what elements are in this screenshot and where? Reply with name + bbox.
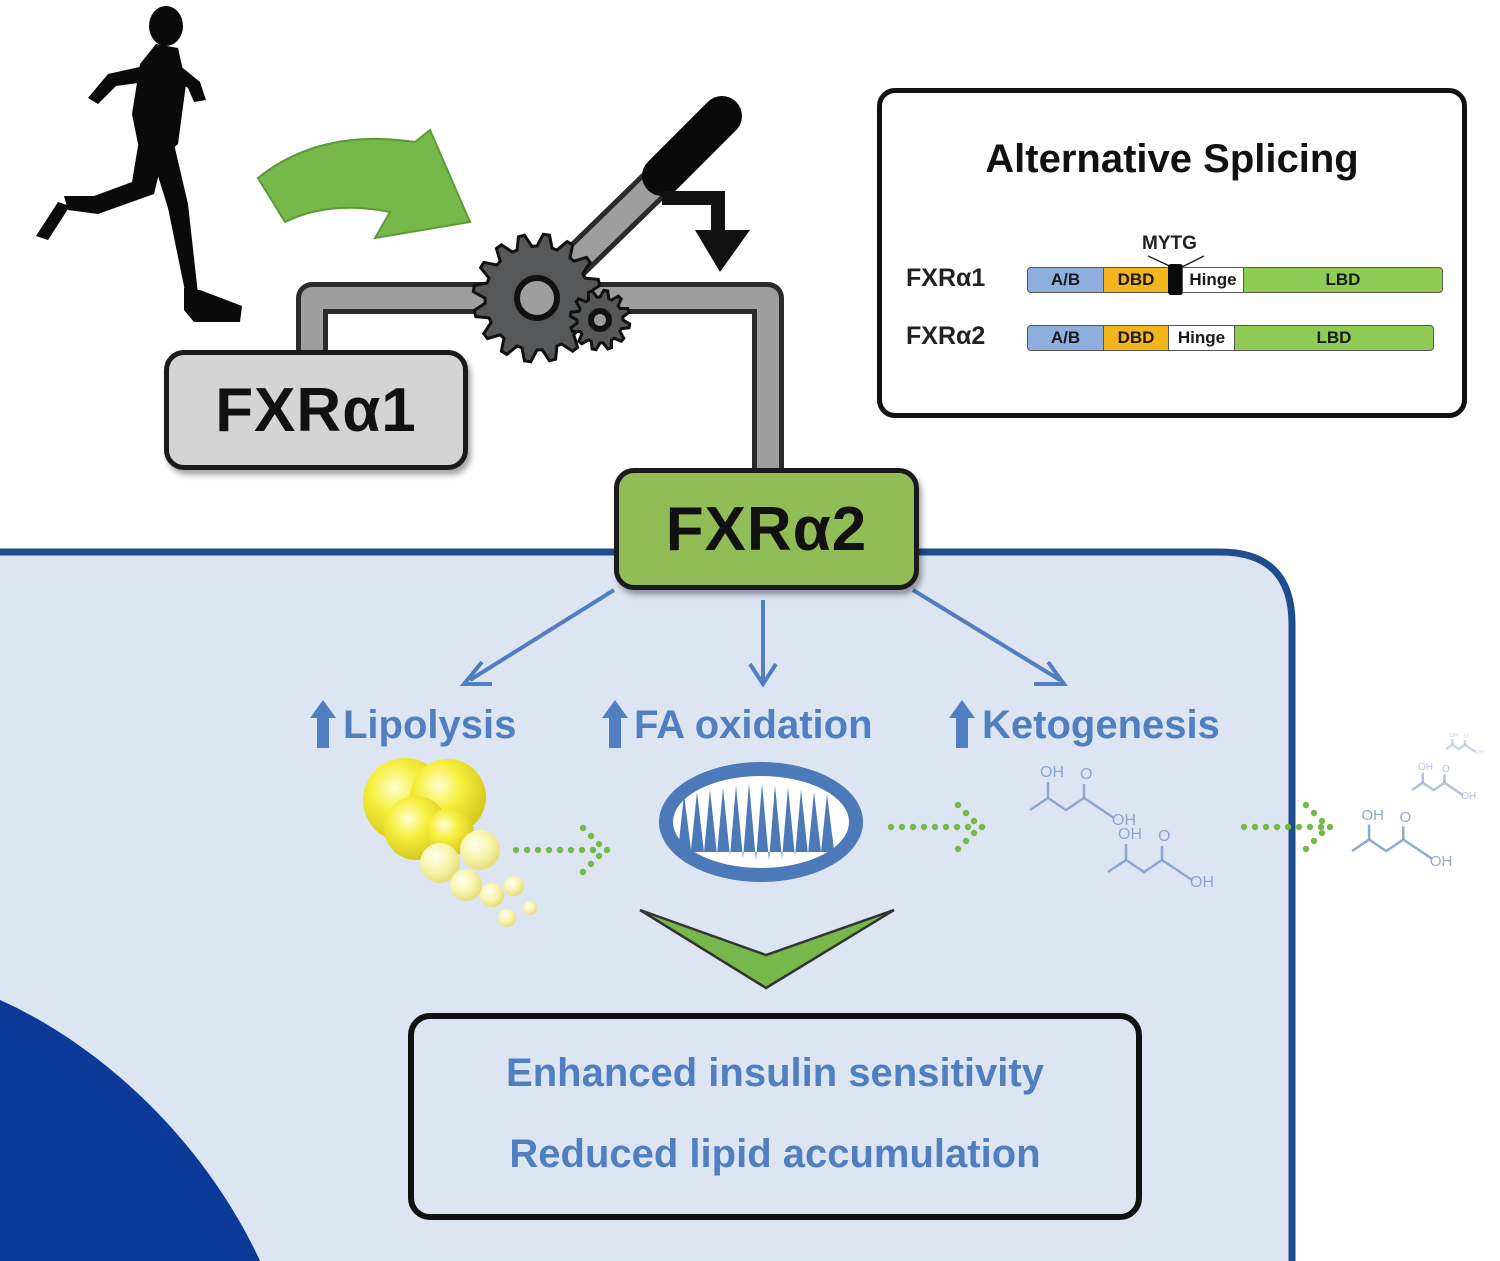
molecule-atom-label: OH bbox=[1461, 791, 1477, 803]
regulation-arrows bbox=[459, 588, 1068, 688]
domain-lbd: LBD bbox=[1243, 267, 1443, 293]
nucleus bbox=[0, 1000, 261, 1261]
fxr-alpha2-box: FXRα2 bbox=[614, 468, 919, 590]
outcome-box: Enhanced insulin sensitivity Reduced lip… bbox=[408, 1013, 1142, 1220]
mytg-motif-label: MYTG bbox=[1142, 233, 1197, 254]
outcome-lipid-accumulation: Reduced lipid accumulation bbox=[509, 1132, 1041, 1176]
molecule-atom-label: OH bbox=[1474, 749, 1484, 756]
domain-ab: A/B bbox=[1027, 325, 1104, 351]
isoform-label: FXRα2 bbox=[906, 322, 986, 350]
molecule-atom-label: OH bbox=[1418, 762, 1433, 774]
alternative-splicing-panel: Alternative Splicing bbox=[877, 88, 1467, 418]
molecule-atom-label: OH bbox=[1190, 874, 1214, 891]
molecule-atom-label: OH bbox=[1361, 807, 1385, 825]
fxr-alpha1-box: FXRα1 bbox=[164, 350, 468, 470]
molecule-atom-label: OH bbox=[1429, 852, 1453, 870]
domain-dbd: DBD bbox=[1103, 267, 1169, 293]
fxr-alpha1-label: FXRα1 bbox=[215, 375, 417, 445]
convergence-chevron bbox=[639, 908, 895, 990]
effect-lipolysis: Lipolysis bbox=[343, 703, 517, 747]
domain-lbd: LBD bbox=[1234, 325, 1434, 351]
molecule-atom-label: O bbox=[1080, 766, 1093, 783]
domain-hinge: Hinge bbox=[1168, 325, 1235, 351]
lipid-droplet-icon bbox=[363, 758, 537, 927]
fxr-alpha2-label: FXRα2 bbox=[665, 494, 868, 564]
molecule-atom-label: O bbox=[1399, 809, 1412, 827]
molecule-atom-label: OH bbox=[1040, 764, 1064, 781]
domain-ab: A/B bbox=[1027, 267, 1104, 293]
molecule-atom-label: O bbox=[1158, 828, 1171, 845]
domain-hinge: Hinge bbox=[1182, 267, 1244, 293]
gear-icon bbox=[471, 232, 603, 364]
bent-down-arrow bbox=[662, 191, 725, 232]
mitochondrion-icon bbox=[659, 762, 863, 882]
molecule-atom-label: O bbox=[1463, 733, 1469, 740]
dotted-flow-arrows bbox=[512, 801, 1334, 876]
runner-silhouette-icon bbox=[36, 6, 242, 322]
mytg-insert bbox=[1168, 264, 1183, 295]
small-gear-icon bbox=[568, 288, 632, 352]
outcome-insulin-sensitivity: Enhanced insulin sensitivity bbox=[506, 1051, 1044, 1095]
up-arrow-icon bbox=[310, 700, 975, 748]
effect-fa-oxidation: FA oxidation bbox=[634, 703, 873, 747]
molecule-atom-label: O bbox=[1442, 763, 1450, 775]
molecule-atom-label: OH bbox=[1112, 812, 1136, 829]
molecule-atom-label: OH bbox=[1118, 826, 1142, 843]
molecule-atom-label: OH bbox=[1449, 732, 1459, 739]
effect-ketogenesis: Ketogenesis bbox=[982, 703, 1220, 747]
domain-dbd: DBD bbox=[1103, 325, 1169, 351]
isoform-label: FXRα1 bbox=[906, 264, 986, 292]
green-curved-arrow bbox=[256, 128, 472, 240]
ketone-molecule-icon bbox=[1029, 739, 1477, 882]
splicing-title: Alternative Splicing bbox=[985, 137, 1359, 181]
